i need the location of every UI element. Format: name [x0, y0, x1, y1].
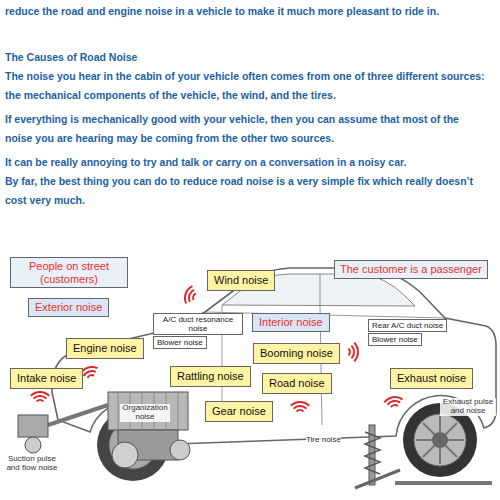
duct-box: Blower noise: [368, 333, 422, 346]
noise-box: Rattling noise: [170, 366, 251, 387]
noise-box: Exhaust noise: [390, 368, 473, 389]
exhaust-pipe: [395, 481, 492, 485]
noise-wave: [384, 396, 404, 409]
node-text: Booming noise: [260, 347, 333, 360]
noise-wave: [291, 402, 309, 412]
part-label: Exhaust pulse and noise: [440, 398, 496, 416]
noise-wave: [31, 392, 49, 402]
duct-box: Rear A/C duct noise: [368, 319, 447, 332]
intake-part: [25, 437, 41, 453]
paragraph: By far, the best thing you can do to red…: [5, 172, 487, 210]
node-text: Exterior noise: [35, 301, 102, 314]
rim-spokes: [416, 416, 464, 464]
suspension-arm: [355, 470, 400, 488]
rear-hub: [432, 432, 448, 448]
b-pillar: [320, 274, 321, 306]
node-text: Blower noise: [372, 335, 418, 344]
duct-box: Blower noise: [153, 336, 207, 349]
paragraph: It can be really annoying to try and tal…: [5, 153, 487, 172]
node-text: A/C duct resonance noise: [157, 315, 239, 333]
air-filter: [18, 415, 48, 437]
part-label: Organization noise: [120, 404, 170, 422]
noise-box: Intake noise: [10, 368, 83, 389]
noise-box: Booming noise: [253, 343, 340, 364]
noise-wave: [183, 285, 198, 306]
node-text: Road noise: [269, 377, 325, 390]
noise-box: Engine noise: [66, 338, 144, 359]
node-text: Wind noise: [214, 274, 268, 287]
node-text: The customer is a passenger: [340, 263, 482, 276]
paragraph: If everything is mechanically good with …: [5, 110, 487, 148]
node-text: Rattling noise: [177, 370, 244, 383]
node-text: Rear A/C duct noise: [372, 321, 443, 330]
rear-rim: [414, 414, 466, 466]
zone-box: Interior noise: [252, 313, 330, 332]
part-label: Tire noise: [306, 436, 341, 445]
text-column: reduce the road and engine noise in a ve…: [0, 0, 492, 210]
noise-box: Wind noise: [207, 270, 275, 291]
audience-box: The customer is a passenger: [334, 260, 488, 279]
coil-spring: [365, 432, 380, 474]
paragraph: reduce the road and engine noise in a ve…: [5, 2, 487, 21]
engine-pulley: [112, 442, 138, 468]
node-text: Intake noise: [17, 372, 76, 385]
zone-box: Exterior noise: [28, 298, 109, 317]
node-text: Exhaust noise: [397, 372, 466, 385]
paragraph: The noise you hear in the cabin of your …: [5, 67, 487, 105]
engine-fins: [118, 392, 178, 430]
audience-box: People on street (customers): [10, 257, 128, 288]
node-text: Gear noise: [212, 405, 266, 418]
noise-box: Gear noise: [205, 401, 273, 422]
engine-pulley: [170, 440, 190, 460]
node-text: Blower noise: [157, 338, 203, 347]
part-label: Suction pulse and flow noise: [3, 455, 61, 473]
node-text: People on street (customers): [16, 260, 122, 285]
noise-box: Road noise: [262, 373, 332, 394]
engine-block: [108, 392, 188, 430]
duct-box: A/C duct resonance noise: [153, 313, 243, 335]
node-text: Engine noise: [73, 342, 137, 355]
intake-pipe: [48, 405, 108, 425]
node-text: Interior noise: [259, 316, 323, 329]
heading: The Causes of Road Noise: [5, 48, 487, 67]
noise-wave: [349, 343, 359, 361]
